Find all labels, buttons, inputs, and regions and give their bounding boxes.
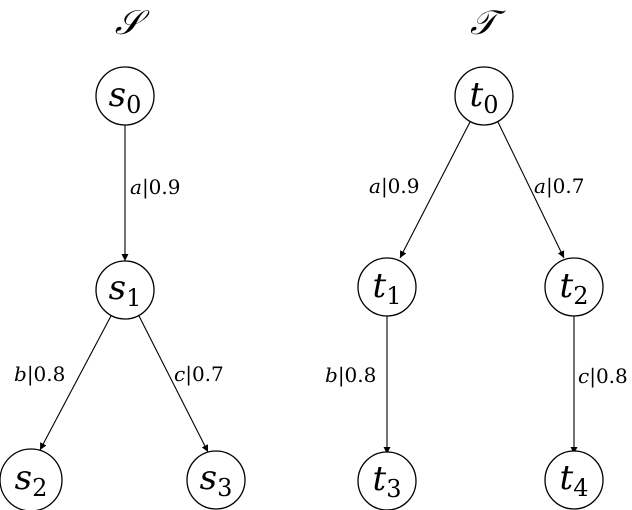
title-t: 𝒯 bbox=[470, 3, 506, 43]
edge-label-t0-t2: a|0.7 bbox=[534, 174, 584, 199]
edge-s1-s2: b|0.8 bbox=[14, 313, 113, 451]
edge-label-s1-s2: b|0.8 bbox=[14, 362, 65, 387]
node-s1: s1 bbox=[95, 260, 155, 320]
edge-t0-t2: a|0.7 bbox=[496, 119, 584, 259]
edge-t0-t1: a|0.9 bbox=[369, 119, 472, 259]
node-t2: t2 bbox=[544, 257, 604, 317]
svg-text:t4: t4 bbox=[560, 458, 589, 502]
svg-text:s3: s3 bbox=[200, 458, 233, 502]
edge-label-t1-t3: b|0.8 bbox=[325, 363, 376, 388]
node-t4: t4 bbox=[544, 450, 604, 510]
node-s3: s3 bbox=[186, 450, 246, 510]
edge-t1-t3: b|0.8 bbox=[325, 315, 391, 454]
edge-s0-s1: a|0.9 bbox=[121, 120, 180, 261]
title-s: 𝒮 bbox=[115, 3, 150, 43]
svg-text:t0: t0 bbox=[470, 75, 499, 119]
edge-s1-s3: c|0.7 bbox=[137, 313, 224, 453]
svg-text:t1: t1 bbox=[373, 266, 402, 310]
edge-label-s1-s3: c|0.7 bbox=[174, 362, 224, 387]
svg-text:t3: t3 bbox=[373, 459, 402, 503]
svg-text:s1: s1 bbox=[109, 268, 142, 312]
node-s0: s0 bbox=[95, 66, 155, 126]
edge-label-s0-s1: a|0.9 bbox=[130, 175, 180, 200]
node-t1: t1 bbox=[357, 257, 417, 317]
svg-text:t2: t2 bbox=[560, 266, 589, 310]
node-t0: t0 bbox=[454, 66, 514, 126]
node-t3: t3 bbox=[357, 451, 417, 510]
svg-text:s2: s2 bbox=[15, 458, 48, 502]
svg-text:s0: s0 bbox=[109, 75, 142, 119]
edge-label-t0-t1: a|0.9 bbox=[369, 174, 419, 199]
edge-label-t2-t4: c|0.8 bbox=[578, 364, 628, 389]
edge-t2-t4: c|0.8 bbox=[570, 315, 628, 454]
node-s2: s2 bbox=[0, 448, 63, 510]
